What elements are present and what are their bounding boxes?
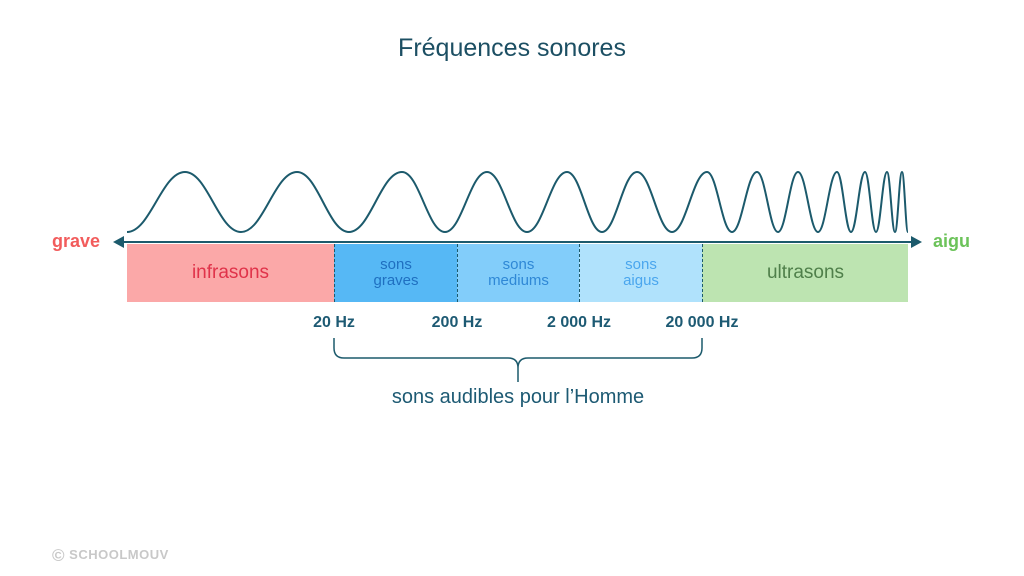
band-4: ultrasons — [702, 244, 908, 302]
copyright-icon: © — [52, 546, 66, 565]
band-1: sons graves — [334, 244, 457, 302]
band-0: infrasons — [127, 244, 334, 302]
audible-brace — [333, 338, 703, 382]
freq-label-2000: 2 000 Hz — [546, 314, 612, 331]
brand-name: SCHOOLMOUV — [69, 547, 169, 562]
freq-label-200: 200 Hz — [431, 314, 483, 331]
aigu-label: aigu — [933, 231, 971, 251]
sound-wave — [126, 170, 909, 234]
audible-label: sons audibles pour l’Homme — [391, 386, 645, 408]
band-3: sons aigus — [579, 244, 702, 302]
band-label: sons aigus — [623, 256, 659, 289]
band-label: sons graves — [373, 256, 419, 289]
band-2: sons mediums — [457, 244, 579, 302]
freq-label-20: 20 Hz — [313, 314, 355, 331]
arrow-left-icon — [113, 236, 124, 248]
band-label: infrasons — [191, 262, 270, 283]
page-title: Fréquences sonores — [398, 34, 626, 62]
grave-label: grave — [52, 231, 101, 251]
band-label: sons mediums — [488, 256, 549, 289]
band-label: ultrasons — [766, 262, 845, 283]
freq-label-20000: 20 000 Hz — [665, 314, 739, 331]
arrow-right-icon — [911, 236, 922, 248]
copyright: © SCHOOLMOUV — [52, 546, 169, 566]
